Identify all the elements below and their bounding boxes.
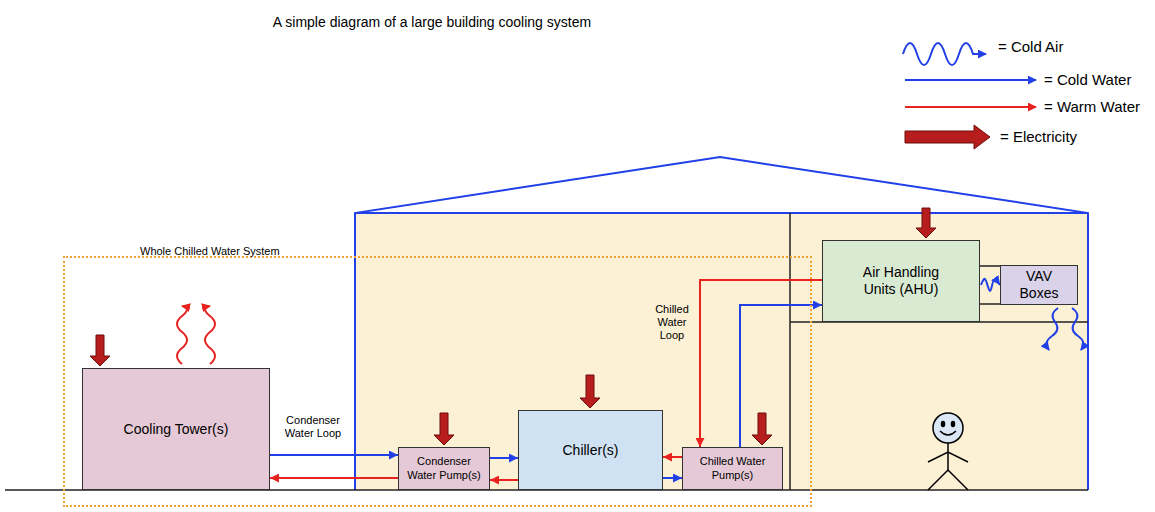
cold-air-wave [1047,308,1058,350]
chiller-box: Chiller(s) [518,410,663,490]
pump-box: Chilled Water Pump(s) [682,447,783,490]
heat-wave [205,306,215,364]
electricity-arrow [90,335,110,366]
legend-warm-water-sample [905,106,1036,108]
box-label: Cooling Tower(s) [124,421,229,438]
heat-wave [177,306,187,364]
water-pipe [740,305,822,447]
air-flow-arrow [981,279,1000,291]
person-figure [928,413,968,490]
water-pipe [700,280,822,447]
legend-text: = Warm Water [1044,98,1140,116]
legend-electricity-sample [905,125,990,149]
electricity-arrow [752,413,772,445]
water-pipe [490,479,518,481]
title-holder: A simple diagram of a large building coo… [0,13,864,31]
box-label: Air Handling Units (AHU) [851,264,951,298]
system-region: Whole Chilled Water SystemCooling Tower(… [65,258,810,505]
pump-box: Condenser Water Pump(s) [398,447,490,490]
legend-cold-air-sample [903,43,986,65]
legend-cold-water-sample [905,79,1036,81]
box-label: Chilled Water Pump(s) [688,455,778,481]
legend-item: = Electricity [1000,128,1077,146]
legend-item: = Warm Water [1044,98,1140,116]
legend-item: = Cold Air [998,38,1063,56]
cooling-tower-box: Cooling Tower(s) [82,368,270,490]
water-pipe [663,456,682,458]
interior-walls [790,213,1088,490]
water-pipe [663,477,682,479]
water-pipe [490,457,518,459]
region-heading: Whole Chilled Water System [140,245,280,258]
building-interior [355,213,1088,490]
electricity-arrow [916,208,936,238]
box-label: Chiller(s) [563,442,619,459]
edge-label-holder: Condenser Water Loop [282,414,344,440]
loop-label: Chilled Water Loop [650,303,694,343]
water-pipe [270,454,398,456]
vav-box: VAV Boxes [1000,265,1078,305]
legend-item: = Cold Water [1044,71,1131,89]
loop-label: Condenser Water Loop [282,414,344,440]
water-pipe [270,477,398,479]
legend-text: = Electricity [1000,128,1077,146]
building-outline [355,157,1088,490]
box-label: Condenser Water Pump(s) [405,455,483,481]
cold-air-wave [1072,308,1083,350]
legend-text: = Cold Air [998,38,1063,56]
electricity-arrow [580,375,600,408]
legend-text: = Cold Water [1044,71,1131,89]
diagram-title: A simple diagram of a large building coo… [273,14,591,31]
edge-label-holder: Chilled Water Loop [650,303,694,343]
air-handler-box: Air Handling Units (AHU) [822,240,980,322]
box-label: VAV Boxes [1014,268,1064,302]
electricity-arrow [434,413,454,445]
